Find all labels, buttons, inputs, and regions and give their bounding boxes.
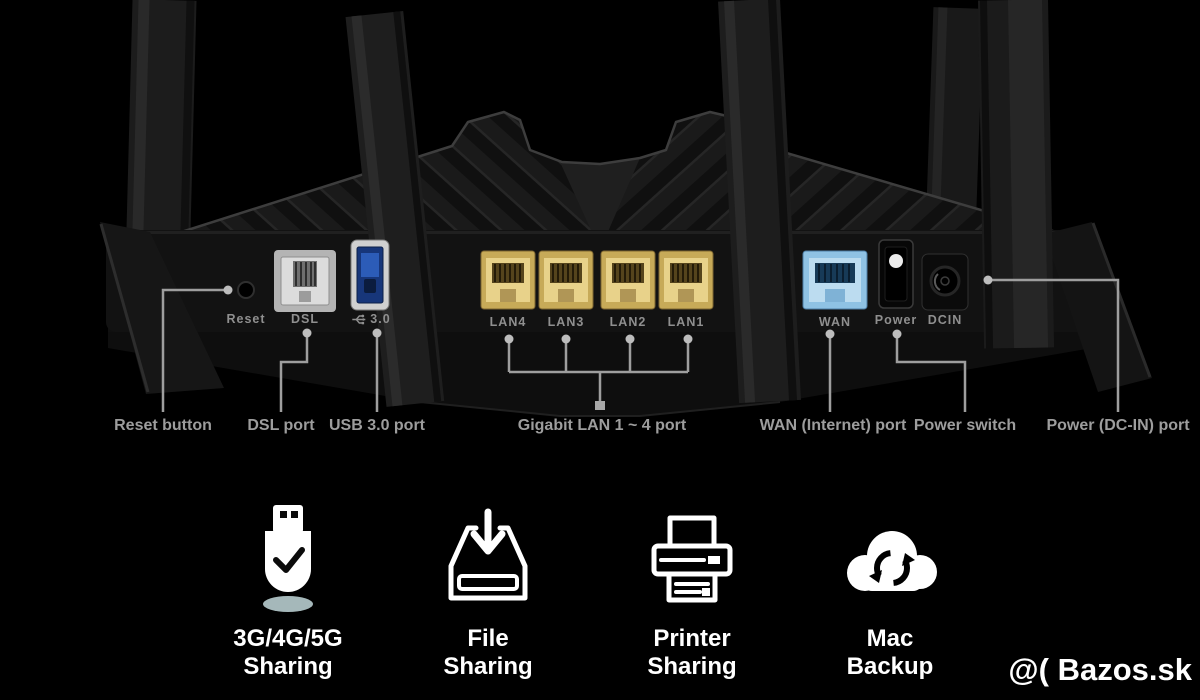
feature-label: Mac Backup — [846, 625, 934, 680]
callout-label-usb: USB 3.0 port — [328, 417, 426, 434]
usb-modem-check-icon — [263, 505, 313, 612]
watermark-bazos: @( Bazos.sk — [1008, 652, 1192, 687]
callout-label-power: Power switch — [913, 417, 1017, 434]
antenna-left-inner — [345, 11, 445, 407]
file-tray-download-icon — [448, 508, 528, 601]
wan-port[interactable] — [802, 250, 868, 310]
feature-label: 3G/4G/5G Sharing — [233, 625, 343, 680]
panel-label-dcin: DCIN — [927, 313, 963, 327]
lan1-port[interactable] — [658, 250, 714, 310]
feature-printer-sharing: Printer Sharing — [592, 503, 792, 681]
panel-label-lan1: LAN1 — [667, 315, 705, 329]
feature-3g4g5g-sharing: 3G/4G/5G Sharing — [188, 503, 388, 681]
usb-trident-icon — [352, 314, 366, 324]
callout-label-wan: WAN (Internet) port — [759, 417, 907, 434]
dsl-port[interactable] — [274, 250, 336, 312]
antenna-right-outer — [978, 0, 1055, 349]
panel-label-lan3: LAN3 — [547, 315, 585, 329]
callout-label-lan: Gigabit LAN 1 ~ 4 port — [517, 417, 687, 434]
router-illustration — [99, 0, 1152, 417]
lan2-port[interactable] — [600, 250, 656, 310]
feature-file-sharing: File Sharing — [388, 503, 588, 681]
feature-label: Printer Sharing — [647, 625, 737, 680]
callout-label-dcin: Power (DC-IN) port — [1046, 417, 1190, 434]
lan4-port[interactable] — [480, 250, 536, 310]
power-switch[interactable] — [878, 239, 914, 309]
callout-lines — [161, 278, 1120, 412]
panel-label-power: Power — [874, 313, 918, 327]
panel-label-wan: WAN — [818, 315, 852, 329]
dc-in-jack[interactable] — [921, 253, 969, 311]
panel-label-lan2: LAN2 — [609, 315, 647, 329]
lan3-port[interactable] — [538, 250, 594, 310]
panel-label-reset: Reset — [226, 312, 266, 326]
antenna-center-right — [718, 0, 801, 404]
usb-3-port[interactable] — [350, 239, 390, 311]
printer-icon — [651, 515, 733, 603]
panel-label-usb: 3.0 — [351, 312, 390, 326]
cloud-sync-icon — [847, 531, 937, 591]
callout-dots — [223, 275, 993, 410]
feature-mac-backup: Mac Backup — [790, 503, 990, 681]
feature-label: File Sharing — [443, 625, 533, 680]
panel-label-dsl: DSL — [291, 312, 319, 326]
callout-label-reset: Reset button — [114, 417, 212, 434]
callout-label-dsl: DSL port — [247, 417, 315, 434]
reset-button-hole[interactable] — [237, 281, 255, 299]
panel-label-lan4: LAN4 — [489, 315, 527, 329]
